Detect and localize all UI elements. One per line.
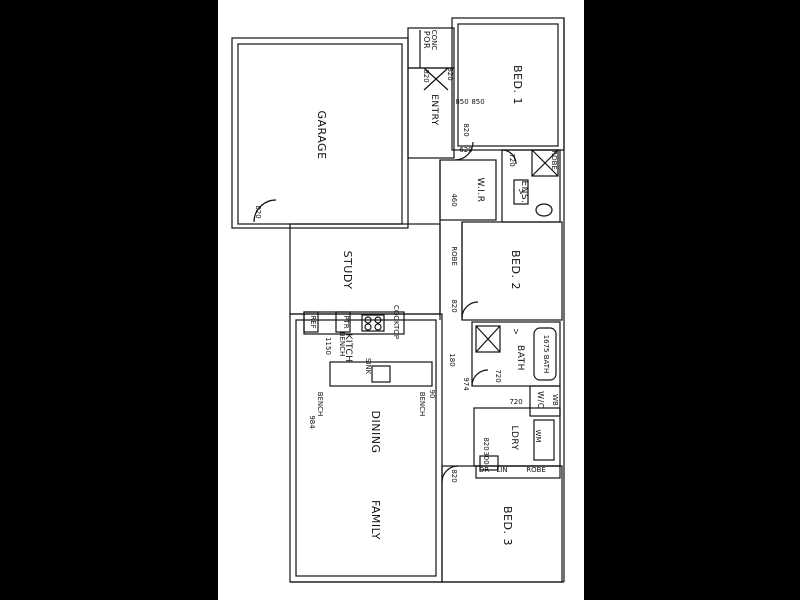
dim-820-porch: 820	[422, 69, 430, 82]
dim-820-garage: 820	[254, 205, 262, 218]
bed3-door-arc	[441, 465, 459, 483]
label-ref: REF	[309, 315, 317, 328]
room-garage: GARAGE	[315, 110, 328, 159]
room-ens: ENS.	[519, 181, 529, 204]
room-wir: W.I.R	[475, 178, 485, 203]
wc-wall	[529, 385, 561, 417]
dim-974: 974	[462, 377, 470, 391]
room-entry: ENTRY	[429, 94, 439, 126]
bath-shower-x2	[475, 325, 501, 353]
room-family: FAMILY	[369, 500, 382, 540]
label-bench: BENCH	[338, 332, 346, 357]
shower	[531, 149, 559, 177]
kitchen-island	[329, 361, 433, 387]
room-ldry: LDRY	[509, 425, 519, 450]
dim-720-bath: 720	[494, 369, 502, 382]
dim-820-bed1: 820	[446, 67, 454, 80]
bed1-wall-inner	[457, 23, 559, 147]
dim-300: 300	[482, 451, 490, 464]
label-bath-size: 1675 BATH	[542, 335, 550, 374]
label-robe-bed3: ROBE	[526, 466, 546, 474]
shower-x2	[531, 149, 559, 177]
dim-820-bed3: 820	[450, 469, 458, 482]
pantry	[335, 311, 351, 333]
ldry-bench	[533, 419, 555, 461]
garage-door-swing	[253, 199, 277, 223]
ens-toilet	[535, 203, 553, 217]
dim-820-entry: 820	[462, 123, 470, 136]
bath-tub	[533, 327, 557, 381]
bath-door-arc	[471, 369, 489, 387]
sink	[371, 365, 391, 383]
entry-wall	[407, 67, 455, 159]
room-bed3: BED. 3	[501, 506, 514, 546]
ens-door-arc	[501, 149, 517, 165]
label-sink: SINK	[364, 358, 372, 375]
ldry-tub	[479, 455, 499, 471]
cooktop-burner-3	[364, 323, 372, 331]
room-study: STUDY	[341, 251, 354, 290]
kitchen-bench-back	[303, 311, 405, 335]
dim-720-ens: 720	[508, 153, 516, 166]
label-robe-bed2: ROBE	[450, 246, 458, 266]
label-pantry: PTR	[342, 315, 350, 328]
dim-820-bed2: 820	[450, 299, 458, 312]
room-wc: W/C	[536, 391, 545, 409]
entry-door-swing	[423, 67, 449, 91]
dim-90: 90	[428, 390, 436, 399]
fridge	[303, 311, 319, 333]
dim-620: 620	[459, 146, 472, 154]
dim-1150: 1150	[324, 337, 332, 355]
ens-vanity	[513, 179, 529, 205]
room-bed2: BED. 2	[509, 250, 522, 290]
room-kitchen: KITCH	[343, 333, 353, 362]
label-wb: WB	[551, 394, 559, 406]
bed2-door-arc	[461, 301, 479, 319]
dim-720-wc: 720	[509, 398, 522, 406]
label-lin: LIN	[496, 466, 507, 474]
wir-wall	[439, 159, 497, 221]
label-cooktop: COOKTOP	[392, 305, 400, 339]
label-conc: CONC	[430, 30, 438, 51]
room-por: POR	[422, 31, 431, 49]
living-wall-inner	[295, 319, 437, 577]
dim-850-b: 850	[471, 98, 484, 106]
cooktop-burner-4	[374, 323, 382, 331]
bed2-wall	[461, 221, 563, 321]
label-bench-dining-left: BENCH	[316, 392, 324, 417]
label-robe-bed1: ROBE	[550, 150, 558, 170]
cooktop	[361, 314, 385, 332]
dim-180: 180	[448, 353, 456, 366]
study-wall	[289, 223, 441, 315]
living-wall-outer	[289, 313, 443, 583]
room-dining: DINING	[369, 411, 382, 454]
dim-820-ldry: 820	[482, 437, 490, 450]
label-dr: DR	[479, 466, 489, 474]
label-wm: WM	[534, 430, 542, 443]
dim-984: 984	[308, 415, 316, 429]
label-vanity-bath: V	[514, 328, 519, 336]
dim-460: 460	[450, 193, 458, 206]
room-bath: BATH	[515, 345, 525, 371]
label-bench-dining-right: BENCH	[418, 392, 426, 417]
bath-wall	[471, 321, 561, 387]
label-vanity-ens: V	[519, 188, 524, 196]
bath-shower	[475, 325, 501, 353]
floor-plan-sheet	[218, 0, 584, 600]
linen-robe	[475, 465, 561, 479]
dim-850-a: 850	[455, 98, 468, 106]
room-bed1: BED. 1	[511, 65, 524, 105]
